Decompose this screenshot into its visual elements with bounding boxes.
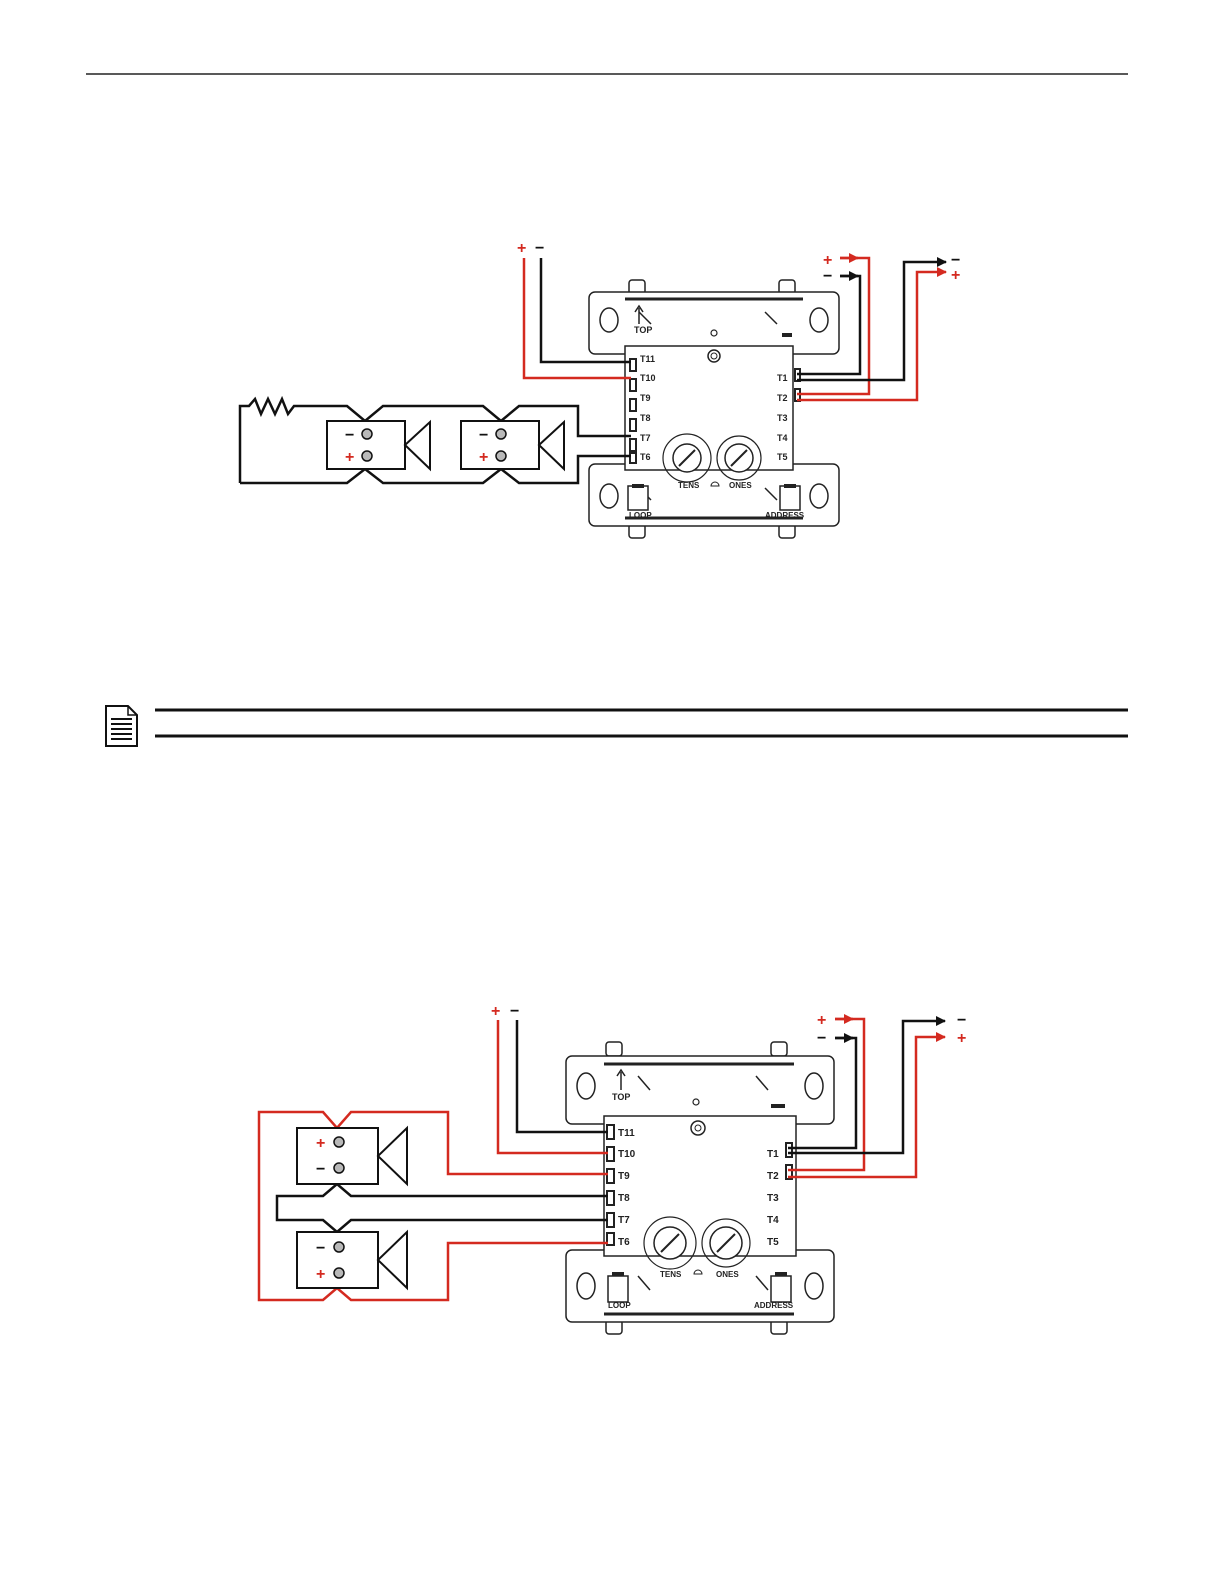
nac-in-plus-sign: + [823,252,832,269]
terminal-label-t5: T5 [767,1237,779,1248]
loop-label: LOOP [629,511,652,520]
terminal-label-t9: T9 [640,393,651,403]
terminal-label-t7: T7 [618,1215,630,1226]
control-module: TOP T11 T10 T9 T8 T7 T6 T1 T2 T3 T4 T5 T… [566,1042,834,1334]
top-label: TOP [634,325,652,335]
terminal-label-t11: T11 [618,1128,635,1139]
tens-label: TENS [660,1270,682,1279]
document-icon [106,706,137,746]
terminal-label-t6: T6 [640,452,651,462]
terminal-label-t3: T3 [767,1193,779,1204]
svg-text:+: + [479,449,488,466]
note-box [106,706,1128,746]
speaker-2: − + [461,421,564,469]
input-positive-sign: + [517,240,526,257]
terminal-label-t7: T7 [640,433,651,443]
module-body [566,1042,834,1334]
top-label: TOP [612,1092,630,1102]
terminal-label-t6: T6 [618,1237,630,1248]
svg-text:−: − [316,1161,325,1178]
terminal-label-t3: T3 [777,413,788,423]
nac-in-plus-sign: + [817,1012,826,1029]
terminal-label-t2: T2 [777,393,788,403]
ones-label: ONES [716,1270,739,1279]
speaker-2: − + [297,1232,407,1288]
ones-label: ONES [729,481,752,490]
nac-out-plus-sign: + [951,267,960,284]
nac-in-minus-sign: − [817,1030,826,1047]
terminal-label-t9: T9 [618,1171,630,1182]
terminal-label-t1: T1 [777,373,788,383]
terminal-label-t11: T11 [640,354,655,364]
wiring-diagram-1: TOP T11 T10 T9 T8 T7 T6 T1 T2 T3 T4 T5 T… [240,240,960,538]
terminal-label-t5: T5 [777,452,788,462]
input-negative-sign: − [535,240,544,257]
terminal-label-t10: T10 [618,1149,636,1160]
address-label: ADDRESS [754,1301,794,1310]
terminal-label-t8: T8 [640,413,651,423]
terminal-label-t8: T8 [618,1193,630,1204]
module-body [589,280,839,538]
terminal-label-t2: T2 [767,1171,779,1182]
svg-text:+: + [316,1266,325,1283]
nac-in-minus-sign: − [823,268,832,285]
speaker-loop-top-wire [240,399,631,483]
wiring-diagram-2: TOP T11 T10 T9 T8 T7 T6 T1 T2 T3 T4 T5 T… [259,1003,966,1334]
svg-text:+: + [316,1135,325,1152]
terminal-label-t4: T4 [767,1215,779,1226]
input-positive-sign: + [491,1003,500,1020]
svg-text:−: − [479,427,488,444]
tens-label: TENS [678,481,700,490]
speaker-1: + − [297,1128,407,1184]
speaker-1: − + [327,421,430,469]
terminal-label-t10: T10 [640,373,656,383]
negative-loop-wire [277,1184,608,1232]
svg-text:+: + [345,449,354,466]
speaker-loop-bottom-wire [240,456,631,483]
svg-text:−: − [345,427,354,444]
control-module: TOP T11 T10 T9 T8 T7 T6 T1 T2 T3 T4 T5 T… [589,280,839,538]
input-negative-sign: − [510,1003,519,1020]
terminal-label-t1: T1 [767,1149,779,1160]
nac-out-plus-sign: + [957,1030,966,1047]
nac-out-minus-sign: − [957,1012,966,1029]
address-label: ADDRESS [765,511,805,520]
svg-text:−: − [316,1240,325,1257]
loop-label: LOOP [608,1301,631,1310]
terminal-label-t4: T4 [777,433,788,443]
